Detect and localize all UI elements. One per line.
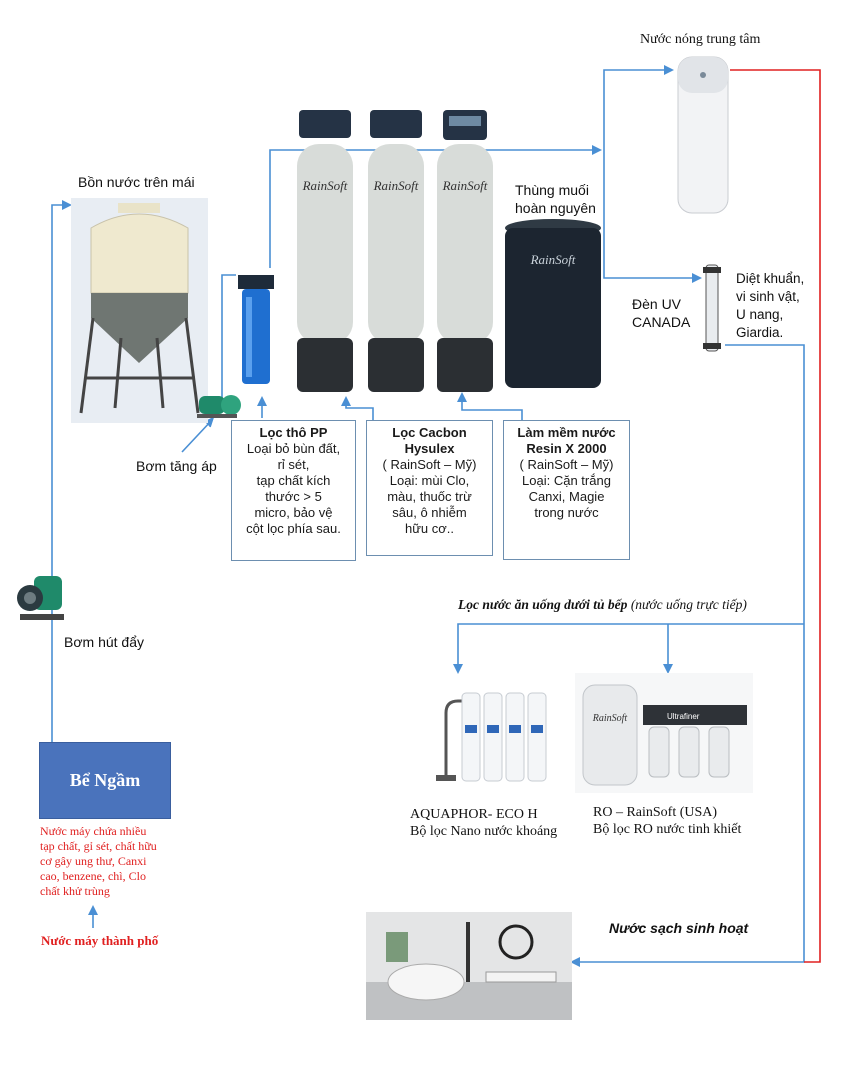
underground-tank-box: Bể Ngầm <box>39 742 171 819</box>
suction-pump-label: Bơm hút đẩy <box>64 634 144 650</box>
underground-tank-title: Bể Ngầm <box>69 770 141 790</box>
ro-tank-brand: RainSoft <box>592 713 628 724</box>
filter-line: Canxi, Magie <box>528 489 605 504</box>
city-water-label: Nước máy thành phố <box>41 933 159 948</box>
suction-pump-icon <box>14 570 70 626</box>
salt-tank-label-2: hoàn nguyên <box>515 200 596 216</box>
uv-label-1: Đèn UV <box>632 296 682 312</box>
filter-line: Loại: mùi Clo, <box>389 473 470 488</box>
column-brand-1: RainSoft <box>302 178 348 193</box>
water-heater-icon <box>676 55 730 215</box>
underground-desc-line: cao, benzene, chì, Clo <box>40 869 146 883</box>
uv-label-2: CANADA <box>632 314 691 330</box>
ro-brand: Ultrafiner <box>667 712 700 721</box>
filter-title: Lọc Cacbon <box>392 425 467 440</box>
filter-line: Loại: Cặn trắng <box>522 473 611 488</box>
aquaphor-line1: AQUAPHOR- ECO H <box>410 807 538 822</box>
filter-line: micro, bảo vệ <box>254 505 333 520</box>
filter-line: tạp chất kích <box>256 473 331 488</box>
filter-line: Loại bỏ bùn đất, <box>246 441 341 456</box>
column-brand-2: RainSoft <box>373 178 419 193</box>
water-tank-icon <box>79 203 200 414</box>
ro-line2: Bộ lọc RO nước tinh khiết <box>593 822 742 837</box>
filter-line: cột lọc phía sau. <box>246 521 341 536</box>
filter-box-carbon: Lọc Cacbon Hysulex ( RainSoft – Mỹ) Loại… <box>366 420 493 556</box>
kitchen-title-rest: (nước uống trực tiếp) <box>627 597 747 612</box>
kitchen-title: Lọc nước ăn uống dưới tủ bếp (nước uống … <box>458 596 747 613</box>
underground-desc: Nước máy chứa nhiều tạp chất, gỉ sét, ch… <box>40 824 157 899</box>
pp-filter-icon <box>236 273 276 388</box>
filter-line: màu, thuốc trừ <box>387 489 472 504</box>
bathroom-image <box>366 912 572 1020</box>
filter-line: thước > 5 <box>265 489 322 504</box>
uv-desc-4: Giardia. <box>736 325 784 340</box>
domestic-label: Nước sạch sinh hoạt <box>609 920 749 936</box>
booster-pump-label: Bơm tăng áp <box>136 458 217 474</box>
column-brand-3: RainSoft <box>442 178 488 193</box>
filter-line: trong nước <box>534 505 599 520</box>
aquaphor-filter-icon <box>418 683 548 793</box>
ro-line1: RO – RainSoft (USA) <box>593 805 718 820</box>
kitchen-title-bold: Lọc nước ăn uống dưới tủ bếp <box>458 597 628 612</box>
salt-tank-icon: RainSoft <box>502 218 604 392</box>
filter-line: sâu, ô nhiễm <box>392 505 467 520</box>
filter-line: hữu cơ.. <box>404 521 455 536</box>
uv-desc-3: U nang, <box>736 307 784 322</box>
filter-title: Lọc thô PP <box>259 425 328 440</box>
salt-tank-brand: RainSoft <box>530 252 576 267</box>
underground-desc-line: tạp chất, gỉ sét, chất hữu <box>40 839 157 853</box>
filter-box-softener: Làm mềm nước Resin X 2000 ( RainSoft – M… <box>503 420 630 560</box>
booster-pump-icon <box>195 388 245 420</box>
roof-tank-panel <box>71 198 208 423</box>
ro-filter-icon: RainSoft Ultrafiner <box>575 673 753 793</box>
filter-line: rỉ sét, <box>277 457 310 472</box>
uv-desc-2: vi sinh vật, <box>736 289 800 304</box>
filter-title-2: Hysulex <box>404 441 455 456</box>
underground-desc-line: cơ gây ung thư, Canxi <box>40 854 147 868</box>
aquaphor-line2: Bộ lọc Nano nước khoáng <box>410 824 558 839</box>
filter-title: Làm mềm nước <box>517 425 616 440</box>
filter-title-2: Resin X 2000 <box>526 441 607 456</box>
filter-column-3: RainSoft <box>433 110 497 392</box>
filter-line: ( RainSoft – Mỹ) <box>382 457 477 472</box>
filter-box-pp: Lọc thô PP Loại bỏ bùn đất, rỉ sét, tạp … <box>231 420 356 561</box>
water-heater-label: Nước nóng trung tâm <box>640 32 761 47</box>
uv-lamp-icon <box>700 263 724 353</box>
filter-column-1: RainSoft <box>293 110 357 392</box>
roof-tank-title: Bồn nước trên mái <box>78 174 195 190</box>
filter-line: ( RainSoft – Mỹ) <box>519 457 614 472</box>
underground-desc-line: chất khử trùng <box>40 884 110 898</box>
uv-desc-1: Diệt khuẩn, <box>736 271 805 286</box>
salt-tank-label-1: Thùng muối <box>515 182 589 198</box>
filter-column-2: RainSoft <box>364 110 428 392</box>
underground-desc-line: Nước máy chứa nhiều <box>40 824 147 838</box>
